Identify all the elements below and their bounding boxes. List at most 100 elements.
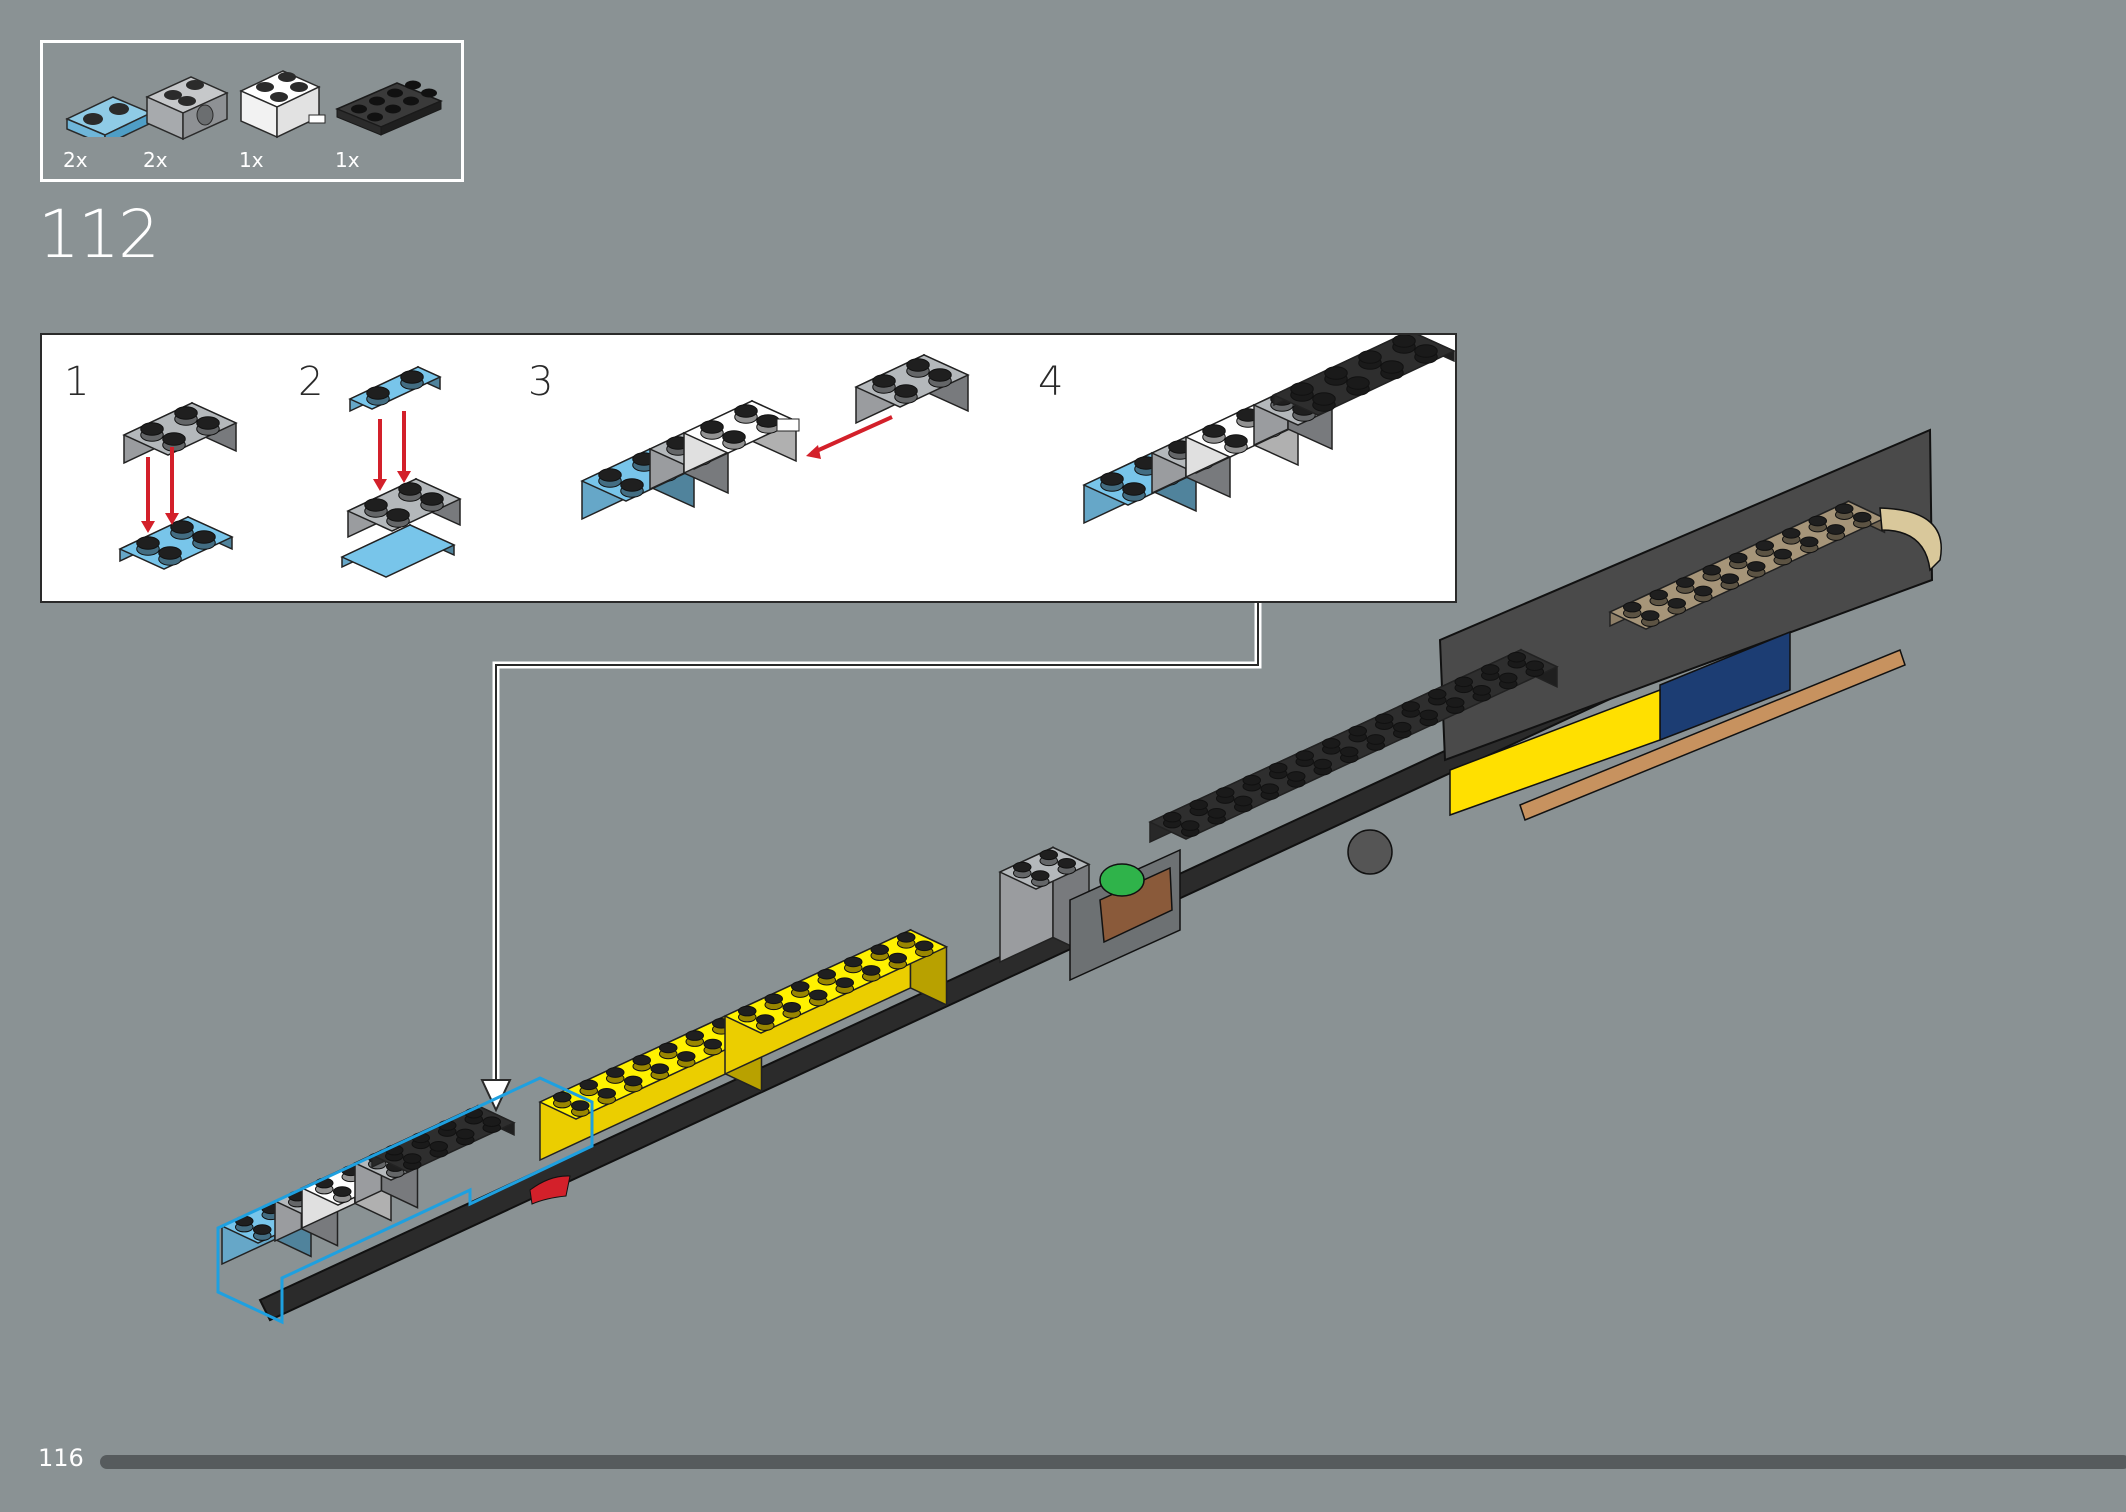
substep2-gray-bracket-stud [398, 482, 422, 496]
main-black-plate-stud [1321, 737, 1341, 749]
main-black-plate-stud [1339, 746, 1359, 758]
substep3-gray-bracket-right-stud [906, 358, 930, 372]
substep1-blue-plate-stud [192, 530, 216, 544]
substep-number-4: 4 [1038, 359, 1064, 405]
substep1-gray-bracket-top-face [122, 402, 238, 456]
main-yellow-brick-rear-stud [782, 1001, 802, 1013]
substep2-blue-plate-stud [366, 386, 390, 400]
main-yellow-brick-rear-stud [843, 956, 863, 968]
main-yellow-brick-front-stud [579, 1079, 599, 1091]
part-black-plate: 1x [335, 57, 443, 172]
main-red-part [529, 1175, 571, 1205]
main-black-plate-stud [1242, 774, 1262, 786]
substep4-black-plate-stud [1414, 344, 1438, 358]
main-highlight-outline [216, 1076, 594, 1325]
main-new-black-plate-stud [455, 1128, 475, 1140]
substep2-gray-bracket-top-face [346, 478, 462, 532]
main-brown-seat [1099, 866, 1173, 944]
main-tan-plate-stud [1799, 536, 1819, 548]
main-black-plate-stud [1180, 820, 1200, 831]
main-new-black-plate-stud [482, 1116, 502, 1128]
substep-number-3: 3 [528, 359, 554, 405]
substep1-blue-plate [118, 515, 234, 570]
main-yellow-brick-rear-stud [870, 944, 890, 955]
main-new-subassembly [220, 1104, 516, 1266]
main-new-black-plate-stud [429, 1140, 449, 1152]
part-gray-bracket: 2x [143, 57, 233, 172]
main-yellow-brick-rear-stud [755, 1014, 775, 1025]
main-yellow-rear-block [1449, 688, 1661, 817]
substep2-blue-plate-bottom-top-face [340, 524, 456, 578]
substep3-white-brick-stud [722, 430, 746, 444]
substep1-blue-plate-stud [170, 520, 194, 534]
main-black-plate-stud [1507, 651, 1527, 663]
main-new-black-plate-top-face [370, 1104, 516, 1173]
main-tan-plate-stud [1640, 610, 1660, 621]
main-black-plate-stud [1480, 664, 1500, 675]
substep2-blue-plate [348, 365, 442, 413]
part-white-brick: 1x [239, 57, 329, 172]
main-tan-plate-stud [1852, 511, 1872, 523]
substep2-blue-plate-bottom [340, 523, 456, 578]
main-tan-plate-stud [1675, 577, 1695, 588]
main-yellow-brick-front-stud [676, 1051, 696, 1062]
main-black-plate-top-face [1148, 648, 1559, 840]
main-yellow-brick-rear-stud [896, 931, 916, 943]
main-tan-plate-stud [1808, 515, 1828, 527]
substep2-gray-bracket-stud [386, 508, 410, 522]
substep2-gray-bracket-stud [364, 498, 388, 512]
main-black-plate [1148, 648, 1559, 844]
substep1-arrowhead [165, 513, 179, 525]
main-yellow-brick-rear-stud [835, 977, 855, 989]
main-black-plate-stud [1268, 762, 1288, 774]
main-black-plate-stud [1260, 783, 1280, 795]
substep3-gray-bracket-right-stud [872, 374, 896, 388]
substep2-gray-bracket [346, 477, 462, 539]
substep4-black-plate-stud [1346, 376, 1370, 390]
substep3-gray-bracket-right-top-face [854, 354, 970, 408]
main-tan-plate [1608, 500, 1887, 630]
substep1-gray-bracket-stud [162, 432, 186, 446]
main-black-plate-stud [1215, 787, 1235, 798]
substep4-white-brick-stud [1202, 424, 1226, 438]
main-tan-plate-stud [1728, 552, 1748, 564]
main-yellow-brick-front-stud [552, 1091, 572, 1103]
substep3-white-brick-stud [700, 420, 724, 434]
parts-list-box: 2x 2x 1x [40, 40, 464, 182]
substep3-arrow [811, 415, 893, 455]
main-tan-plate-stud [1755, 540, 1775, 551]
substep4-black-plate-stud [1312, 392, 1336, 406]
main-black-plate-stud [1295, 750, 1315, 761]
main-tan-plate-stud [1781, 527, 1801, 539]
substep3-arrowhead [806, 445, 821, 459]
substep4-white-brick-stud [1224, 434, 1248, 448]
main-yellow-brick-rear-stud [817, 968, 837, 980]
substep3-white-brick-stud [734, 404, 758, 418]
main-yellow-brick-front-stud [632, 1054, 652, 1066]
substep1-blue-plate-top-face [118, 516, 234, 570]
main-green-figure [1099, 863, 1145, 897]
substep3-blue-stack-stud [598, 468, 622, 482]
substep2-blue-plate-stud [400, 370, 424, 384]
main-tan-plate-stud [1773, 548, 1793, 560]
progress-bar [100, 1455, 2126, 1469]
main-gray-bracket-rear-stud [1057, 857, 1077, 869]
main-yellow-brick-front-stud [685, 1030, 705, 1041]
substep4-blue-stack-stud [1100, 472, 1124, 486]
main-black-plate-stud [1454, 676, 1474, 688]
main-yellow-brick-rear-stud [737, 1005, 757, 1017]
main-gray-bracket-rear-stud [1030, 870, 1050, 881]
main-tan-plate-stud [1834, 503, 1854, 515]
substep3-pin [776, 418, 800, 432]
substep-illustrations [118, 335, 1455, 578]
part-qty: 2x [63, 148, 88, 172]
main-tan-plate-stud [1622, 601, 1642, 613]
substep4-black-plate-stud [1324, 366, 1348, 380]
main-yellow-brick-front-stud [650, 1063, 670, 1075]
main-black-plate-stud [1374, 713, 1394, 725]
substep1-gray-bracket-stud [140, 422, 164, 436]
substep4-black-plate-stud [1358, 350, 1382, 364]
main-new-blue-stack-stud [252, 1224, 272, 1235]
black-plate-2x4-icon [335, 80, 443, 136]
page-number: 116 [38, 1444, 84, 1472]
